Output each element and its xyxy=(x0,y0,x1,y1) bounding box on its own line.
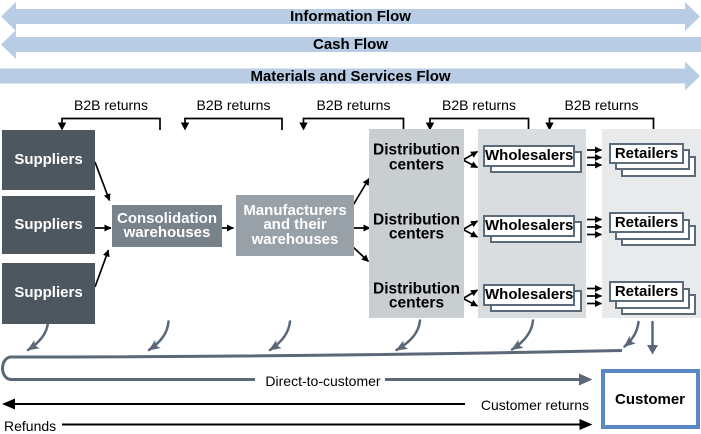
direct-arrowhead xyxy=(579,373,593,386)
wholesalers-box-2: Wholesalers xyxy=(483,214,575,237)
wholesaler-retailer-arrows xyxy=(587,146,602,307)
distribution-centers-label-3: Distribution centers xyxy=(373,280,460,312)
suppliers-box-1: Suppliers xyxy=(2,130,95,190)
b2b-returns-label-4: B2B returns xyxy=(442,97,516,113)
manufacturers-box: Manufacturers and their warehouses xyxy=(236,195,354,256)
direct-loop xyxy=(1,349,623,381)
retailers-box-2: Retailers xyxy=(609,212,684,233)
wholesalers-box-3: Wholesalers xyxy=(483,283,575,306)
distribution-centers-label-2: Distribution centers xyxy=(373,211,460,243)
cash-flow-arrow xyxy=(1,30,701,59)
cash-flow-label: Cash Flow xyxy=(312,36,388,53)
suppliers-box-2: Suppliers xyxy=(2,196,95,254)
refunds-arrowhead xyxy=(579,419,593,430)
suppliers-box-3: Suppliers xyxy=(2,263,95,324)
materials-flow-label: Materials and Services Flow xyxy=(250,68,451,85)
retailers-box-3: Retailers xyxy=(609,281,684,302)
distribution-centers-label-1: Distribution centers xyxy=(373,141,460,173)
customer-returns-label: Customer returns xyxy=(480,397,589,413)
retailer-customer-arrowhead xyxy=(647,345,658,355)
swoosh-arrows xyxy=(26,319,654,352)
b2b-returns-label-1: B2B returns xyxy=(74,97,148,113)
stage-connectors xyxy=(94,161,371,288)
direct-to-customer-label: Direct-to-customer xyxy=(261,372,385,389)
information-flow-arrow xyxy=(1,2,700,31)
u-turn xyxy=(1,355,12,381)
wholesalers-box-1: Wholesalers xyxy=(483,145,575,167)
customer-returns-arrowhead xyxy=(2,398,15,410)
retailers-box-1: Retailers xyxy=(609,142,684,164)
b2b-return-arrowheads xyxy=(57,122,554,131)
b2b-return-brackets xyxy=(61,117,655,130)
collector-line xyxy=(10,349,623,359)
refunds-label: Refunds xyxy=(4,417,57,434)
consolidation-warehouses-box: Consolidation warehouses xyxy=(112,205,222,247)
b2b-returns-label-2: B2B returns xyxy=(196,97,271,113)
dc-wholesaler-arrows xyxy=(462,150,478,307)
b2b-returns-label-3: B2B returns xyxy=(316,97,391,113)
customer-box: Customer xyxy=(600,369,700,429)
distribution-centers-panel xyxy=(369,129,464,318)
b2b-returns-label-5: B2B returns xyxy=(564,97,639,113)
information-flow-label: Information Flow xyxy=(290,8,411,25)
materials-flow-arrow xyxy=(0,61,700,91)
